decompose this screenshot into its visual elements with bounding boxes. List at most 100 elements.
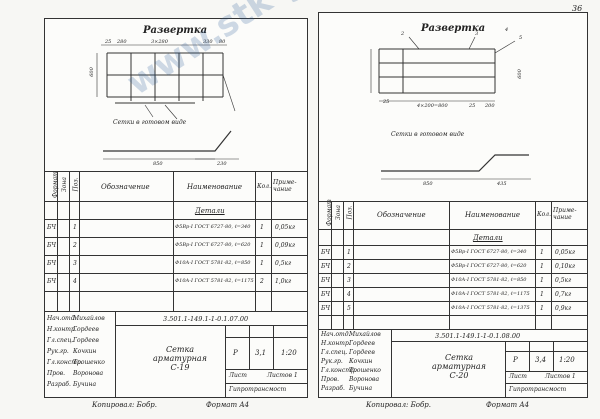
th-note: Приме-чание (273, 179, 297, 193)
doc-code-right: 3.501.1-149.1-1-0.1.08.00 (435, 332, 521, 340)
stage-left: Р (233, 349, 238, 357)
mass-right: 3,4 (535, 356, 547, 364)
stamp-role: Гл.спец. (47, 337, 74, 344)
stamp-name: Воронова (349, 376, 380, 383)
row-qty: 1 (260, 224, 264, 231)
row-note: 0,09кг (275, 242, 295, 249)
stamp-role: Разраб. (47, 381, 71, 388)
row-pos: 3 (73, 260, 77, 267)
stamp-role: Пров. (321, 376, 340, 383)
th-name: Наименование (465, 211, 521, 219)
scale-left: 1:20 (281, 349, 297, 357)
dim-top-2: 280 (117, 39, 127, 45)
th-qty: Кол. (257, 183, 271, 190)
callout-4: 4 (505, 27, 509, 33)
stamp-name: Гордеев (349, 340, 375, 347)
row-pos: 4 (347, 291, 351, 298)
row-name: Ф5Вр-I ГОСТ 6727-80, ℓ=340 (451, 249, 527, 255)
stamp-role: Пров. (47, 370, 66, 377)
org-right: Гипротрансмост (509, 386, 567, 393)
stamp-name: Михайлов (73, 315, 105, 322)
bent-dim-1: 850 (423, 181, 433, 187)
row-note: 0,05кг (275, 224, 295, 231)
row-note: 0,9кг (555, 305, 572, 312)
row-name: Ф10А-I ГОСТ 5781-82, ℓ=1375 (451, 305, 530, 311)
dim-bottom-1: 25 (383, 99, 390, 105)
stamp-name: Михайлов (349, 331, 381, 338)
doc-title-right: Сетка арматурная С-20 (432, 353, 486, 380)
row-fmt: БЧ (47, 278, 57, 285)
row-pos: 2 (347, 263, 351, 270)
row-qty: 1 (540, 249, 544, 256)
dim-top-4: 330 (203, 39, 213, 45)
scale-right: 1:20 (559, 356, 575, 364)
sheets-right: Листов 1 (545, 373, 576, 380)
row-name: Ф5Вр-I ГОСТ 6727-80, ℓ=620 (451, 263, 527, 269)
drawing-sheet-left: Развертка 25 280 3×280 330 (44, 18, 308, 398)
callout-2: 2 (401, 31, 405, 37)
stamp-role: Гл.констр. (321, 367, 357, 374)
dim-bottom-4: 200 (485, 103, 495, 109)
row-note: 0,10кг (555, 263, 575, 270)
org-left: Гипротрансмост (229, 386, 287, 393)
row-name: Ф5Вр-I ГОСТ 6727-80, ℓ=340 (175, 224, 251, 230)
doc-code-left: 3.501.1-149.1-1-0.1.07.00 (163, 315, 249, 323)
mesh-drawing-left (96, 44, 239, 160)
bent-dim-2: 230 (217, 161, 227, 167)
row-note: 0,5кг (555, 277, 572, 284)
th-format: Формат (325, 199, 333, 226)
stamp-name: Воронова (73, 370, 104, 377)
row-note: 0,05кг (555, 249, 575, 256)
stamp-name: Кочкин (73, 348, 97, 355)
stamp-name: Бучина (349, 385, 373, 392)
doc-title-left: Сетка арматурная С-19 (153, 345, 207, 372)
row-qty: 1 (260, 260, 264, 267)
bent-title-right: Сетки в готовом виде (391, 131, 465, 138)
row-fmt: БЧ (321, 277, 331, 284)
drawing-sheet-right: Развертка 2 3 4 5 25 4×200=800 25 200 60… (318, 12, 588, 398)
row-qty: 1 (540, 263, 544, 270)
stamp-role: Рук.гр. (321, 358, 343, 365)
stamp-name: Кочкин (349, 358, 373, 365)
row-name: Ф5Вр-I ГОСТ 6727-80, ℓ=620 (175, 242, 251, 248)
stamp-role: Нач.отд. (321, 331, 351, 338)
mass-left: 3,1 (255, 349, 267, 357)
row-pos: 1 (73, 224, 77, 231)
row-pos: 5 (347, 305, 351, 312)
bent-title-left: Сетки в готовом виде (113, 119, 187, 126)
dim-top-5: 80 (219, 39, 226, 45)
row-name: Ф10А-I ГОСТ 5781-82, ℓ=850 (451, 277, 527, 283)
stamp-name: Бучина (73, 381, 97, 388)
row-note: 0,7кг (555, 291, 572, 298)
stamp-name: Трошенко (349, 367, 381, 374)
bent-dim-2: 435 (497, 181, 507, 187)
th-format: Формат (51, 171, 59, 198)
stamp-role: Рук.гр. (47, 348, 69, 355)
footer-format-left: Формат А4 (206, 401, 250, 409)
section-details-left: Детали (195, 207, 225, 215)
stamp-role: Разраб. (321, 385, 345, 392)
row-fmt: БЧ (47, 260, 57, 267)
row-qty: 1 (260, 242, 264, 249)
footer-copied-left: Копировал: Бобр. (92, 401, 157, 409)
stamp-name: Гордеев (349, 349, 375, 356)
th-name: Наименование (187, 183, 243, 191)
stage-right: Р (513, 356, 518, 364)
th-pos: Поз. (346, 205, 354, 220)
row-pos: 4 (73, 278, 77, 285)
row-qty: 1 (540, 291, 544, 298)
dim-side-left: 600 (88, 67, 95, 77)
dim-top-3: 3×280 (151, 39, 168, 45)
row-note: 1,0кг (275, 278, 292, 285)
stamp-name: Трошенко (73, 359, 105, 366)
th-pos: Поз. (72, 177, 80, 192)
row-fmt: БЧ (321, 249, 331, 256)
footer-copied-right: Копировал: Бобр. (366, 401, 431, 409)
row-pos: 2 (73, 242, 77, 249)
sheet-right: Лист (509, 373, 527, 380)
row-pos: 1 (347, 249, 351, 256)
drawing-title-left: Развертка (143, 25, 208, 36)
row-fmt: БЧ (321, 263, 331, 270)
page-number: 36 (572, 4, 583, 13)
row-qty: 1 (540, 277, 544, 284)
